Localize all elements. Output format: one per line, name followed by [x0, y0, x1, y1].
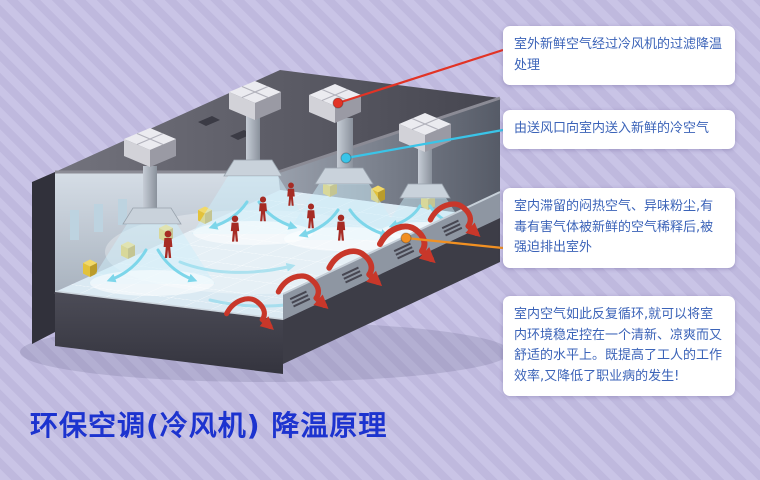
callout-anchor-dot-1	[332, 97, 344, 109]
callout-anchor-dot-2	[340, 152, 352, 164]
front-left-wall	[55, 292, 283, 374]
air-diffuser-1	[122, 207, 182, 225]
supply-duct-4	[418, 148, 432, 186]
callout-text: 室外新鲜空气经过冷风机的过滤降温处理	[514, 37, 723, 73]
callout-text: 室内空气如此反复循环,就可以将室内环境稳定控在一个清新、凉爽而又舒适的水平上。既…	[514, 307, 723, 384]
air-diffuser-3	[314, 167, 374, 185]
callout-line-3	[405, 236, 504, 250]
callout-exhaust: 室内滞留的闷热空气、异味粉尘,有毒有害气体被新鲜的空气稀释后,被强迫排出室外	[503, 188, 735, 268]
callout-supply-vent: 由送风口向室内送入新鲜的冷空气	[503, 110, 735, 149]
supply-ducts	[122, 116, 451, 225]
wall-windows	[70, 199, 127, 240]
exhaust-vent-wall	[283, 192, 500, 320]
page-title: 环保空调(冷风机) 降温原理	[30, 409, 388, 442]
callout-anchor-dot-3	[400, 232, 412, 244]
air-diffuser-4	[399, 183, 451, 199]
callout-line-2	[345, 128, 504, 160]
supply-duct-2	[246, 116, 260, 162]
callout-fresh-air-intake: 室外新鲜空气经过冷风机的过滤降温处理	[503, 26, 735, 86]
supply-duct-1	[143, 166, 157, 210]
cool-air-arrows	[106, 200, 462, 308]
callout-line-1	[337, 48, 504, 105]
front-right-wall	[283, 218, 500, 364]
air-diffuser-2	[223, 159, 283, 177]
callout-text: 由送风口向室内送入新鲜的冷空气	[514, 121, 710, 136]
callout-circulation-summary: 室内空气如此反复循环,就可以将室内环境稳定控在一个清新、凉爽而又舒适的水平上。既…	[503, 296, 735, 397]
callout-text: 室内滞留的闷热空气、异味粉尘,有毒有害气体被新鲜的空气稀释后,被强迫排出室外	[514, 199, 714, 256]
left-end-wall	[32, 172, 55, 344]
machine	[83, 259, 97, 277]
